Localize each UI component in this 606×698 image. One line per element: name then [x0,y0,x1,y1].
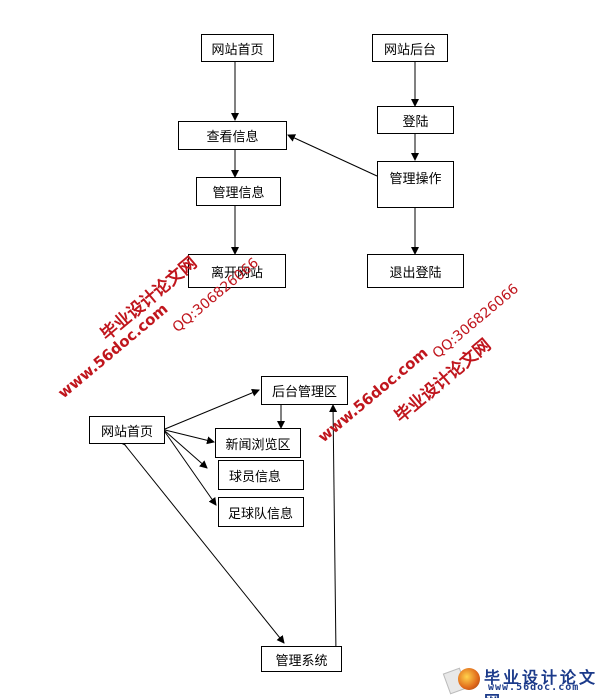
node2-home: 网站首页 [89,416,165,444]
arrow-home-to-team [164,431,217,506]
node-leave-site: 离开网站 [188,254,286,288]
node2-news: 新闻浏览区 [215,428,301,458]
arrow-ops-to-view [287,134,378,177]
site-logo: 毕业设计论文网 www.56doc.com [442,660,604,698]
node-manage-info: 管理信息 [196,177,281,206]
node2-players: 球员信息 [218,460,304,490]
logo-title: 毕业设计论文网 [484,668,599,698]
node2-admin-area: 后台管理区 [261,376,348,405]
node-view-info: 查看信息 [178,121,287,150]
logo-url: www.56doc.com [488,682,580,693]
arrow-home-system-bidirectional [117,437,285,644]
node2-team: 足球队信息 [218,497,304,527]
node-backend: 网站后台 [372,34,448,62]
logo-ball-icon [458,668,480,690]
node-manage-ops: 管理操作 [377,161,454,208]
node2-system: 管理系统 [261,646,342,672]
arrow-system-admin-bidirectional [329,404,341,663]
node-home: 网站首页 [201,34,274,62]
arrow-home-to-admin [164,388,260,430]
node-logout: 退出登陆 [367,254,464,288]
node-login: 登陆 [377,106,454,134]
arrow-home-to-news [164,429,215,445]
